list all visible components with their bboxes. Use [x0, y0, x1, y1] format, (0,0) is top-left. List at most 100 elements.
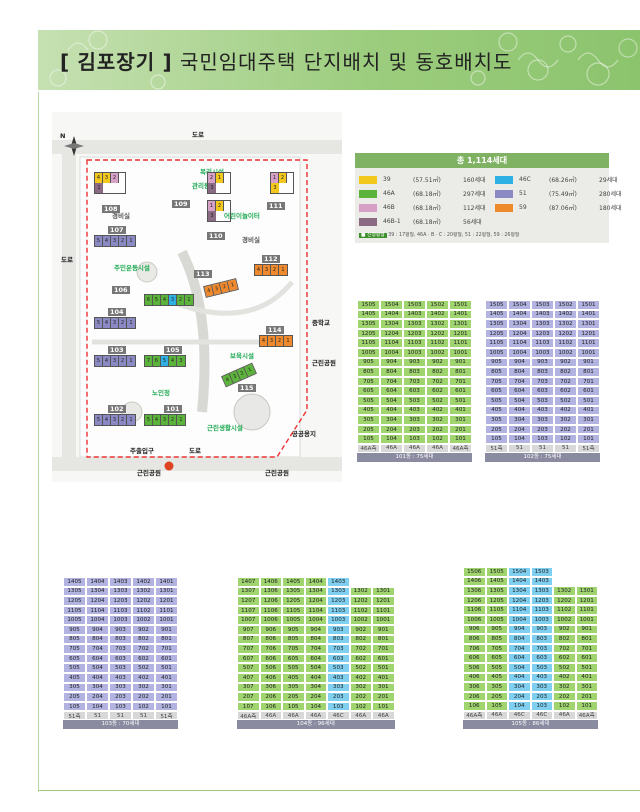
unit-cell: 801: [372, 634, 395, 645]
unit-cell: 1103: [403, 338, 426, 348]
unit-cell: 1102: [349, 605, 372, 616]
unit-cell: 1305: [63, 586, 86, 597]
type-cell: 46A측: [449, 443, 472, 453]
unit-cell: 1301: [155, 586, 178, 597]
unit-cell: 403: [531, 405, 554, 416]
legend-area: (68.18㎡): [413, 191, 441, 198]
unit-cell: 302: [349, 682, 372, 693]
unit-cell: 904: [380, 357, 403, 368]
unit-cell: 206: [259, 692, 282, 702]
label-114: 114: [266, 326, 284, 334]
label-106: 106: [112, 286, 130, 294]
unit-cell: 703: [403, 376, 426, 387]
unit-cell: 1401: [155, 577, 178, 587]
unit-cell: 106: [259, 701, 282, 712]
unit-cell: 905: [485, 357, 508, 368]
entrance-label: 주출입구: [130, 447, 154, 455]
unit-cell: 1104: [380, 338, 403, 348]
unit-cell: 1205: [485, 595, 508, 606]
unit-cell: 602: [554, 386, 577, 396]
unit-cell: 1002: [349, 615, 372, 625]
unit-cell: 705: [357, 376, 380, 387]
unit-cell: 505: [282, 663, 305, 673]
unit-cell: 1004: [508, 347, 531, 358]
bracket-open: [: [60, 50, 71, 74]
unit-cell: 307: [237, 682, 260, 693]
bracket-close: ]: [162, 50, 173, 74]
unit-cell: 1501: [449, 300, 472, 310]
legend-count: 180세대: [599, 205, 622, 212]
unit-cell: 1005: [485, 614, 508, 625]
unit-cell: 702: [554, 376, 577, 387]
unit-cell: 701: [155, 644, 178, 654]
unit-cell: 105: [282, 701, 305, 712]
unit-cell: 101: [372, 701, 395, 712]
unit-cell: 1305: [357, 319, 380, 329]
type-cell: 51: [132, 711, 155, 721]
page-title: [ 김포장기 ] 국민임대주택 단지배치 및 동호배치도: [60, 46, 512, 75]
legend-swatch: [359, 175, 377, 184]
unit-cell: 1104: [508, 605, 531, 615]
unit-cell: 204: [86, 692, 109, 702]
unit-cell: 102: [426, 434, 449, 444]
legend-count: 29세대: [599, 177, 618, 184]
unit-cell: 304: [508, 415, 531, 425]
unit-cell: 1502: [554, 300, 577, 310]
unit-cell: 103: [109, 701, 132, 712]
unit-cell: 603: [109, 653, 132, 664]
legend-note: ■ 신청평형 39 : 17평형, 46A · B · C : 20평형, 51…: [359, 231, 519, 238]
unit-cell: 1101: [577, 338, 600, 348]
unit-cell: 804: [86, 634, 109, 645]
unit-cell: 903: [403, 357, 426, 368]
unit-cell: 606: [259, 653, 282, 664]
unit-cell: 204: [380, 424, 403, 435]
unit-cell: 903: [530, 624, 553, 635]
unit-cell: 202: [553, 691, 576, 702]
unit-cell: 401: [372, 672, 395, 683]
guard-label: 경비실: [112, 212, 130, 220]
unit-cell: 204: [304, 692, 327, 702]
unit-cell: 1305: [485, 586, 508, 596]
unit-cell: 103: [530, 701, 553, 711]
unit-cell: 907: [237, 624, 260, 635]
type-cell: 46A측: [237, 711, 260, 721]
unit-cell: 1007: [237, 615, 260, 625]
unit-cell: 1404: [86, 577, 109, 587]
legend-swatch: [495, 203, 513, 212]
unit-cell: 1304: [86, 586, 109, 597]
unit-cell: 1205: [282, 596, 305, 606]
unit-cell: 701: [372, 644, 395, 654]
legend-title: 총 1,114세대: [355, 153, 609, 168]
unit-cell: 1404: [508, 309, 531, 320]
unit-cell: 1105: [63, 605, 86, 616]
unit-cell: [350, 577, 373, 587]
unit-cell: 905: [63, 624, 86, 635]
unit-cell: 901: [577, 357, 600, 368]
unit-cell: 605: [485, 653, 508, 663]
unit-cell: 1504: [380, 300, 403, 310]
legend-count: 280세대: [599, 191, 622, 198]
unit-cell: 1003: [109, 615, 132, 625]
unit-cell: 705: [282, 644, 305, 654]
swirl-pattern: [49, 30, 638, 90]
legend-count: 56세대: [463, 219, 482, 226]
unit-cell: 203: [531, 424, 554, 435]
unit-cell: 1202: [553, 595, 576, 606]
unit-cell: 1405: [485, 309, 508, 320]
